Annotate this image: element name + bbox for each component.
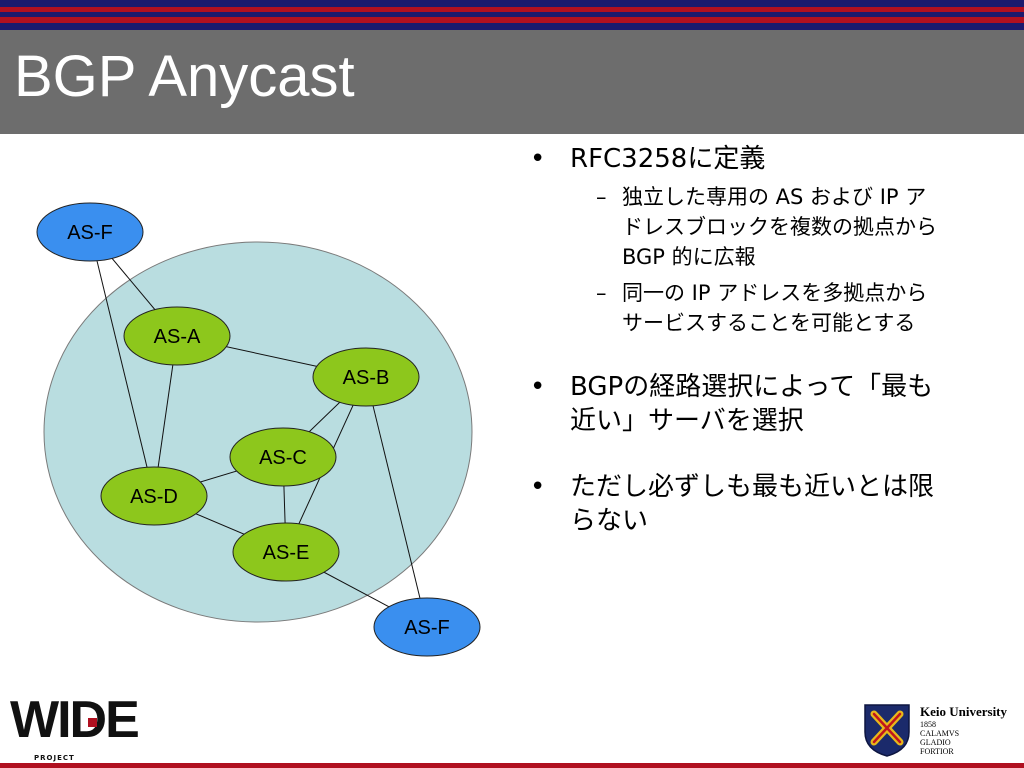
sub-bullet-dedicated-as: 独立した専用の AS および IP ア ドレスブロックを複数の拠点から BGP … xyxy=(530,182,1015,272)
node-shape xyxy=(232,522,340,582)
node-asd: AS-D xyxy=(100,466,208,526)
keio-motto: 1858 CALAMVS GLADIO FORTIOR xyxy=(920,720,960,756)
node-shape xyxy=(36,202,144,262)
edge-asf_top-asd xyxy=(89,231,155,497)
footer-line xyxy=(0,763,1024,768)
node-asc: AS-C xyxy=(229,427,337,487)
node-shape xyxy=(229,427,337,487)
sub-bullet-same-ip: 同一の IP アドレスを多拠点から サービスすることを可能とする xyxy=(530,278,1015,338)
keio-shield-icon xyxy=(864,704,910,757)
bullet-bgp-selection: BGPの経路選択によって「最も 近い」サーバを選択 xyxy=(530,370,1015,438)
node-label: AS-F xyxy=(404,617,450,639)
node-shape xyxy=(100,466,208,526)
title-bar xyxy=(0,30,1024,134)
node-ase: AS-E xyxy=(232,522,340,582)
wide-logo-sub: PROJECT xyxy=(34,754,75,762)
slide-title: BGP Anycast xyxy=(14,44,355,109)
node-asf-top: AS-F xyxy=(36,202,144,262)
node-asf-bottom: AS-F xyxy=(373,597,481,657)
header-stripes xyxy=(0,0,1024,30)
node-asb: AS-B xyxy=(312,347,420,407)
node-label: AS-F xyxy=(67,222,113,244)
wide-logo-dot xyxy=(88,718,97,727)
node-label: AS-A xyxy=(154,326,201,348)
keio-university-logo: Keio University 1858 CALAMVS GLADIO FORT… xyxy=(862,698,1022,762)
node-label: AS-E xyxy=(263,542,310,564)
bullet-rfc: RFC3258に定義 xyxy=(530,142,1015,176)
node-shape xyxy=(123,306,231,366)
edge-asb-asf_bottom xyxy=(365,376,428,628)
node-label: AS-C xyxy=(259,447,307,469)
node-shape xyxy=(312,347,420,407)
node-label: AS-D xyxy=(130,486,178,508)
keio-name: Keio University xyxy=(920,704,1008,719)
node-shape xyxy=(373,597,481,657)
bullet-list: RFC3258に定義 独立した専用の AS および IP ア ドレスブロックを複… xyxy=(530,142,1015,538)
wide-logo-text: WIDE xyxy=(10,691,140,749)
anycast-diagram: AS-F AS-A AS-B AS-C AS-D AS-E AS-F xyxy=(36,202,481,657)
wide-project-logo: WIDE PROJECT xyxy=(4,694,140,766)
node-label: AS-B xyxy=(343,367,390,389)
nodes: AS-F AS-A AS-B AS-C AS-D AS-E AS-F xyxy=(36,202,481,657)
node-asa: AS-A xyxy=(123,306,231,366)
bullet-not-always-nearest: ただし必ずしも最も近いとは限 らない xyxy=(530,470,1015,538)
